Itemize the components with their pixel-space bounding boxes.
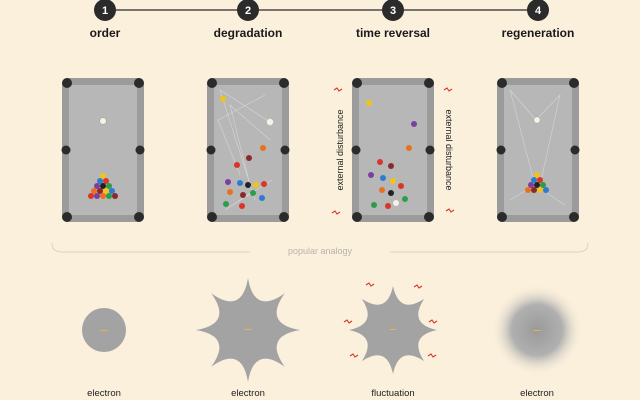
star-shape-2 — [349, 286, 437, 374]
electron-minus-2: – — [244, 321, 252, 336]
billiard-table-time-reversal — [351, 78, 435, 222]
step-badge-1: 1 — [94, 0, 116, 21]
bottom-label-4: electron — [520, 388, 554, 399]
electron-minus-1: – — [100, 322, 108, 337]
external-disturbance-left: external disturbance — [335, 109, 345, 191]
electron-spread: – — [196, 278, 300, 382]
step-title-2: degradation — [213, 26, 283, 40]
electron-compact: – — [82, 308, 126, 352]
popular-analogy-label: popular analogy — [250, 246, 390, 256]
step-badge-4: 4 — [527, 0, 549, 21]
fluctuation-disturbances — [343, 282, 438, 358]
step-badge-3: 3 — [382, 0, 404, 21]
disturbance-marks — [331, 87, 455, 215]
ball-rack — [88, 173, 118, 199]
ball-rack-regenerated — [525, 172, 549, 193]
electron-minus-4: – — [533, 322, 541, 337]
step-title-1: order — [89, 26, 121, 40]
scattered-balls-reversed — [366, 100, 417, 209]
cue-ball — [99, 117, 107, 125]
electron-fluctuation: – — [343, 282, 438, 374]
step-title-4: regeneration — [501, 26, 575, 40]
billiard-table-degradation — [206, 78, 290, 222]
billiard-table-regeneration — [496, 78, 580, 222]
step-number-4: 4 — [535, 5, 542, 17]
bottom-label-1: electron — [87, 388, 121, 399]
external-disturbance-right: external disturbance — [444, 109, 454, 191]
scattered-balls — [220, 96, 274, 209]
step-number-3: 3 — [390, 5, 396, 17]
step-number-2: 2 — [245, 5, 251, 17]
step-badge-2: 2 — [237, 0, 259, 21]
electron-minus-3: – — [389, 321, 397, 336]
star-shape-1 — [196, 278, 300, 382]
bottom-label-3: fluctuation — [371, 388, 415, 399]
bottom-label-2: electron — [231, 388, 265, 399]
electron-regenerated: – — [491, 284, 583, 376]
step-title-3: time reversal — [355, 26, 431, 40]
step-number-1: 1 — [102, 5, 108, 17]
billiard-table-order — [61, 78, 145, 222]
